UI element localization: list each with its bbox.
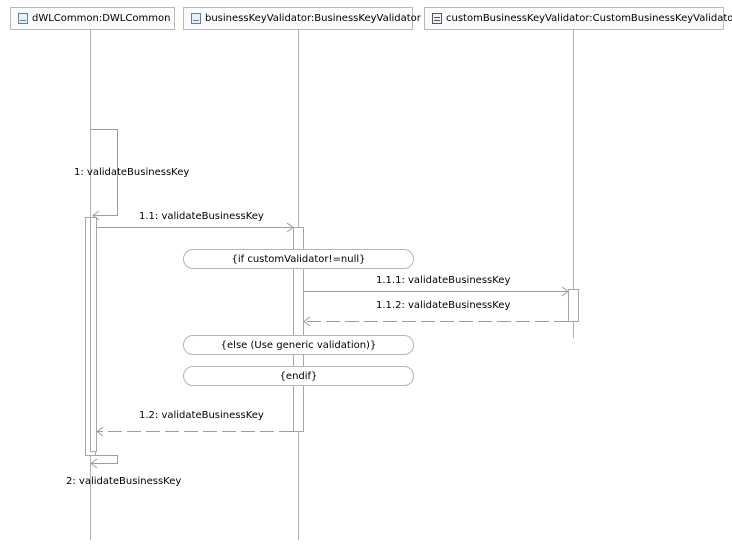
interface-icon — [432, 13, 442, 24]
fragment-else-condition[interactable]: {else (Use generic validation)} — [183, 335, 414, 355]
lifeline-label: dWLCommon:DWLCommon — [32, 13, 171, 24]
fragment-endif[interactable]: {endif} — [183, 366, 414, 386]
message-label-2: 2: validateBusinessKey — [66, 476, 182, 487]
message-label-1-1: 1.1: validateBusinessKey — [139, 211, 264, 222]
fragment-if-condition[interactable]: {if customValidator!=null} — [183, 249, 414, 269]
message-arrow-1 — [90, 129, 118, 216]
arrowhead — [90, 458, 98, 469]
arrowhead — [92, 210, 100, 221]
class-icon — [18, 13, 28, 24]
message-label-1-2: 1.2: validateBusinessKey — [139, 410, 264, 421]
lifeline-head-dwlcommon[interactable]: dWLCommon:DWLCommon — [10, 7, 175, 30]
lifeline-label: customBusinessKeyValidator:CustomBusines… — [446, 13, 732, 24]
message-label-1-1-2: 1.1.2: validateBusinessKey — [376, 300, 511, 311]
lifeline-label: businessKeyValidator:BusinessKeyValidato… — [205, 13, 421, 24]
message-label-1-1-1: 1.1.1: validateBusinessKey — [376, 275, 511, 286]
activation-bar-dwlcommon-inner — [90, 217, 97, 452]
lifeline-head-custom-business-key-validator[interactable]: customBusinessKeyValidator:CustomBusines… — [424, 7, 732, 30]
arrowhead — [96, 426, 104, 437]
activation-bar-custom-validator — [568, 289, 579, 322]
lifeline-head-business-key-validator[interactable]: businessKeyValidator:BusinessKeyValidato… — [183, 7, 421, 30]
class-icon — [191, 13, 201, 24]
activation-bar-business-key-validator — [293, 227, 304, 432]
message-arrow-2 — [91, 455, 118, 464]
message-label-1: 1: validateBusinessKey — [74, 167, 190, 178]
arrowhead — [561, 286, 569, 297]
arrowhead — [303, 316, 311, 327]
arrowhead — [286, 222, 294, 233]
